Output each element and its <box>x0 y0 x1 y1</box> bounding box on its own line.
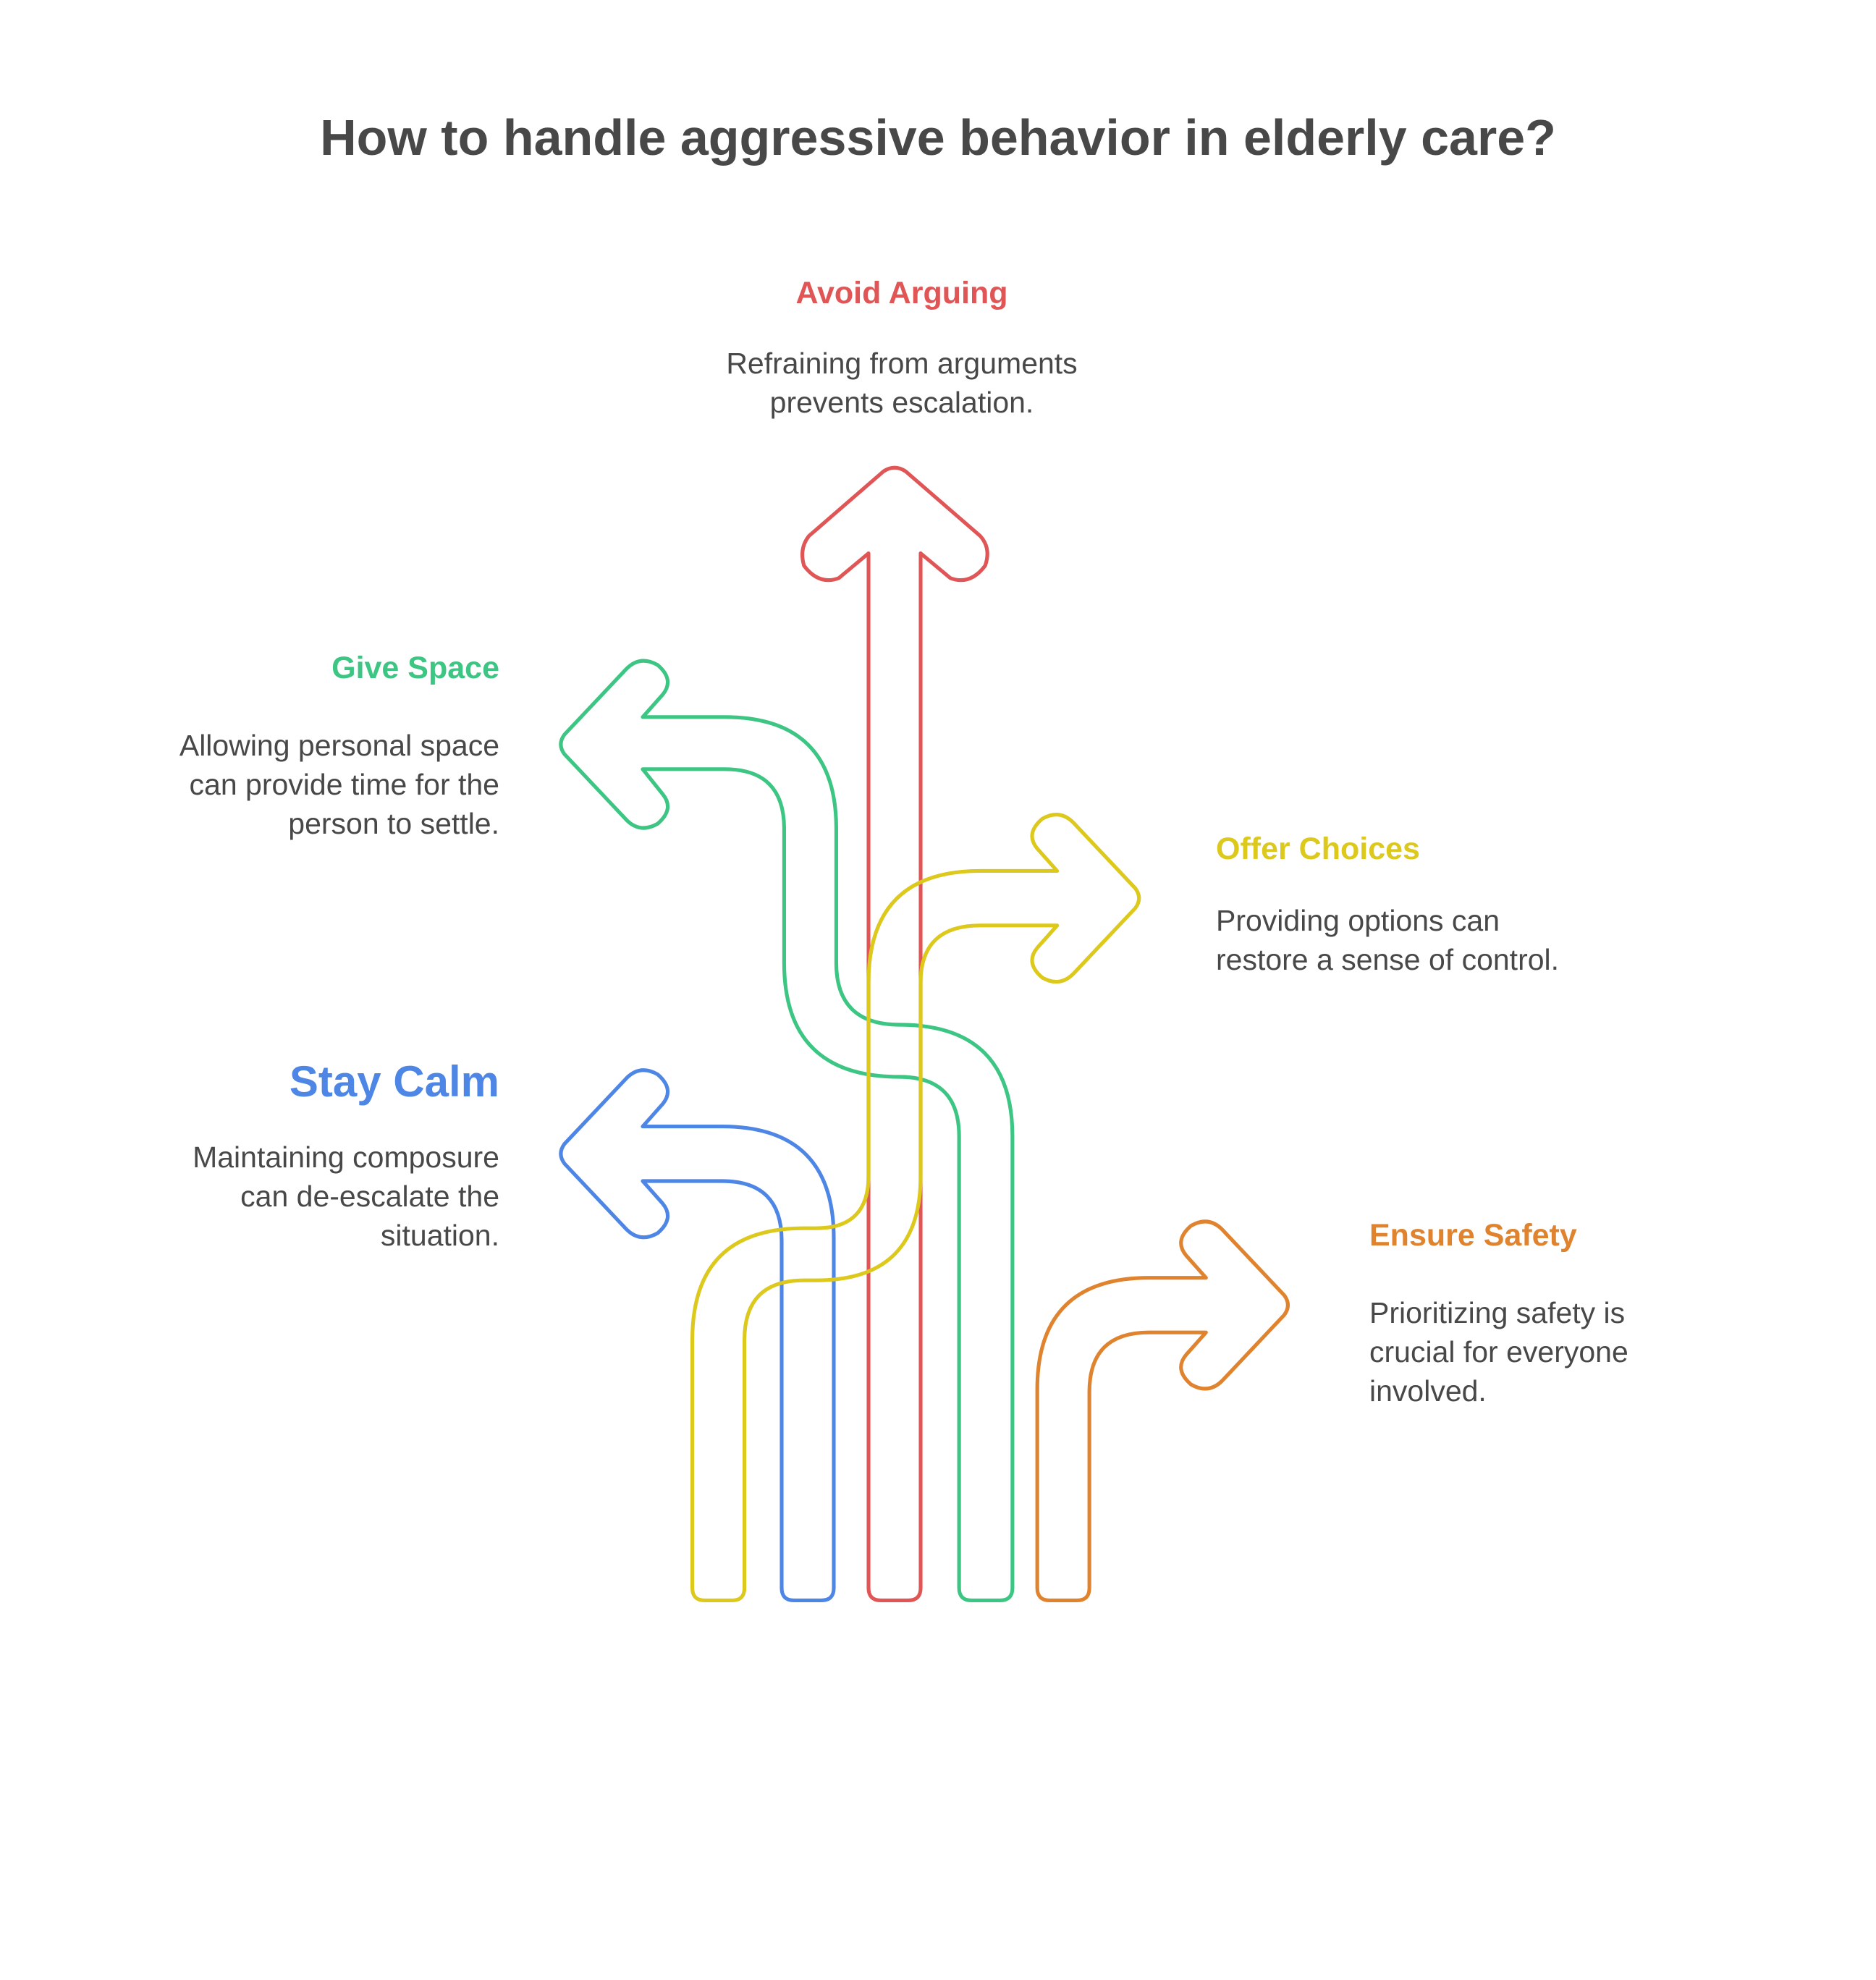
description-line: prevents escalation. <box>769 386 1034 419</box>
page-title: How to handle aggressive behavior in eld… <box>320 109 1556 166</box>
arrow-up-icon <box>800 465 989 1602</box>
heading-stay-calm: Stay Calm <box>289 1057 499 1106</box>
arrow-left-icon <box>559 1068 836 1602</box>
description-line: Providing options can <box>1216 904 1500 937</box>
description-line: situation. <box>380 1219 499 1252</box>
description-line: can provide time for the <box>189 768 499 801</box>
heading-avoid-arguing: Avoid Arguing <box>795 276 1008 310</box>
description-line: can de-escalate the <box>240 1180 499 1213</box>
description-give-space: Allowing personal space can provide time… <box>72 726 499 843</box>
heading-give-space: Give Space <box>331 651 499 685</box>
description-line: Maintaining composure <box>193 1141 499 1174</box>
description-line: crucial for everyone <box>1369 1335 1628 1368</box>
arrow-right-icon <box>1035 1219 1290 1602</box>
description-avoid-arguing: Refraining from arguments prevents escal… <box>648 344 1155 422</box>
description-line: involved. <box>1369 1374 1487 1408</box>
arrow-right-icon <box>690 813 1141 1602</box>
heading-ensure-safety: Ensure Safety <box>1369 1218 1577 1253</box>
description-line: Refraining from arguments <box>726 347 1078 380</box>
description-ensure-safety: Prioritizing safety is crucial for every… <box>1369 1293 1833 1410</box>
description-offer-choices: Providing options can restore a sense of… <box>1216 901 1723 979</box>
heading-offer-choices: Offer Choices <box>1216 832 1420 866</box>
description-line: Prioritizing safety is <box>1369 1296 1626 1329</box>
arrow-left-icon <box>559 659 1015 1602</box>
description-line: Allowing personal space <box>179 729 499 762</box>
description-line: restore a sense of control. <box>1216 943 1560 976</box>
description-stay-calm: Maintaining composure can de-escalate th… <box>72 1138 499 1255</box>
description-line: person to settle. <box>288 807 499 840</box>
